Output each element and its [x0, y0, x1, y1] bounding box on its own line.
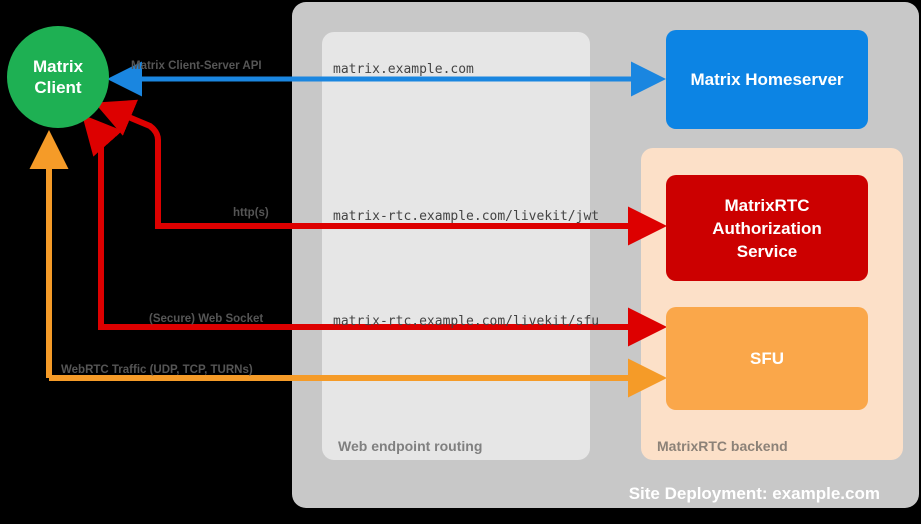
node-sfu-label: SFU	[750, 348, 784, 368]
node-matrix-homeserver[interactable]: Matrix Homeserver	[666, 30, 868, 129]
node-matrixrtc-authorization-service[interactable]: MatrixRTC Authorization Service	[666, 175, 868, 281]
connector-label-webrtc-traffic: WebRTC Traffic (UDP, TCP, TURNs)	[61, 364, 253, 376]
node-auth-line2: Authorization	[712, 218, 822, 238]
connector-label-https: http(s)	[233, 207, 269, 219]
connector-label-websocket: (Secure) Web Socket	[149, 313, 264, 325]
connector-https-to-client	[94, 99, 161, 226]
node-matrix-client[interactable]: Matrix Client	[7, 26, 109, 128]
endpoint-matrix-example-com: matrix.example.com	[333, 62, 474, 77]
site-deployment-label: Site Deployment: example.com	[628, 484, 880, 503]
endpoint-livekit-jwt: matrix-rtc.example.com/livekit/jwt	[333, 209, 600, 224]
panel-web-endpoint-routing	[322, 32, 590, 460]
node-sfu[interactable]: SFU	[666, 307, 868, 410]
node-matrix-homeserver-label: Matrix Homeserver	[690, 69, 844, 89]
node-matrix-client-line1: Matrix	[32, 57, 84, 76]
panel-web-endpoint-routing-label: Web endpoint routing	[338, 438, 483, 454]
connector-websocket-to-client	[82, 114, 123, 327]
node-auth-line3: Service	[736, 241, 798, 261]
panel-matrixrtc-backend-label: MatrixRTC backend	[657, 438, 788, 454]
connector-label-matrix-client-server-api: Matrix Client-Server API	[131, 60, 262, 72]
endpoint-livekit-sfu: matrix-rtc.example.com/livekit/sfu	[333, 314, 600, 329]
node-auth-line1: MatrixRTC	[724, 195, 810, 215]
node-matrix-client-line2: Client	[34, 78, 82, 97]
